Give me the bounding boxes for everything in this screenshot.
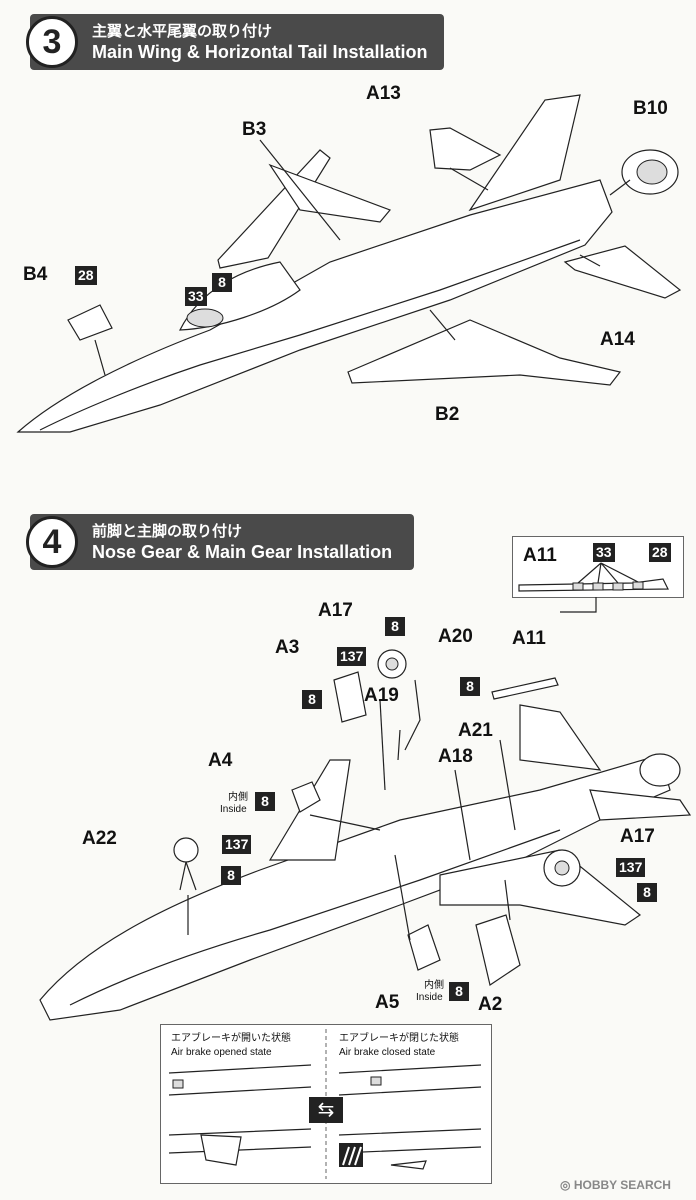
airbrake-closed-en: Air brake closed state xyxy=(339,1047,436,1058)
a11-color-33: 33 xyxy=(593,543,615,562)
part-label-a5: A5 xyxy=(375,992,400,1013)
part-label-b3: B3 xyxy=(242,119,267,140)
part-label-a3: A3 xyxy=(275,637,300,658)
brand-icon: ◎ xyxy=(560,1178,571,1192)
a11-detail-panel: A11 33 28 xyxy=(512,536,684,598)
part-label-b10: B10 xyxy=(633,98,668,119)
inside-en-a4: Inside xyxy=(220,804,247,815)
step3-title-en: Main Wing & Horizontal Tail Installation xyxy=(92,42,428,62)
color-8-a3: 8 xyxy=(302,690,322,709)
airbrake-opened-en: Air brake opened state xyxy=(171,1047,272,1058)
color-code-28: 28 xyxy=(75,266,97,285)
part-label-b4: B4 xyxy=(23,264,48,285)
part-label-a11: A11 xyxy=(512,628,546,649)
step3-banner: 3 主翼と水平尾翼の取り付け Main Wing & Horizontal Ta… xyxy=(26,14,444,70)
color-8-a17-top: 8 xyxy=(385,617,405,636)
a11-color-28: 28 xyxy=(649,543,671,562)
toggle-arrow-icon: ⇆ xyxy=(309,1097,343,1123)
airbrake-detail-panel: エアブレーキが開いた状態 Air brake opened state エアブレ… xyxy=(160,1024,492,1184)
inside-jp-a4: 内側 xyxy=(228,792,248,803)
part-label-a22: A22 xyxy=(82,828,117,849)
part-label-a13: A13 xyxy=(366,83,401,104)
part-label-b2: B2 xyxy=(435,404,460,425)
step4-banner: 4 前脚と主脚の取り付け Nose Gear & Main Gear Insta… xyxy=(26,514,414,570)
airbrake-closed-jp: エアブレーキが閉じた状態 xyxy=(339,1033,459,1044)
color-code-8: 8 xyxy=(212,273,232,292)
part-label-a19: A19 xyxy=(364,685,399,706)
step4-title-jp: 前脚と主脚の取り付け xyxy=(92,523,243,540)
inside-jp-a2: 内側 xyxy=(424,980,444,991)
part-label-a18: A18 xyxy=(438,746,473,767)
part-label-a20: A20 xyxy=(438,626,473,647)
color-137-a22: 137 xyxy=(222,835,252,854)
color-8-a4: 8 xyxy=(255,792,275,811)
color-137-a17-right: 137 xyxy=(616,858,646,877)
brand-text: HOBBY SEARCH xyxy=(573,1178,671,1192)
part-label-a2: A2 xyxy=(478,994,503,1015)
step4-title-en: Nose Gear & Main Gear Installation xyxy=(92,542,393,562)
step3-title-jp: 主翼と水平尾翼の取り付け xyxy=(92,23,273,40)
part-label-a14: A14 xyxy=(600,329,635,350)
part-label-a17-top: A17 xyxy=(318,600,353,621)
airbrake-opened-jp: エアブレーキが開いた状態 xyxy=(171,1033,291,1044)
step3-number: 3 xyxy=(26,16,78,68)
color-8-a22: 8 xyxy=(221,866,241,885)
a11-rail-drawing xyxy=(518,562,669,592)
a11-detail-label: A11 xyxy=(523,545,557,566)
color-8-a2: 8 xyxy=(449,982,469,1001)
color-8-a17-right: 8 xyxy=(637,883,657,902)
part-label-a4: A4 xyxy=(208,750,233,771)
part-label-a21: A21 xyxy=(458,720,493,741)
color-8-a19: 8 xyxy=(460,677,480,696)
inside-en-a2: Inside xyxy=(416,992,443,1003)
step4-number: 4 xyxy=(26,516,78,568)
airbrake-drawings xyxy=(168,1029,482,1179)
part-label-a17-right: A17 xyxy=(620,826,655,847)
color-137-a17-top: 137 xyxy=(337,647,367,666)
hobby-search-logo: ◎ HOBBY SEARCH xyxy=(560,1178,671,1192)
color-code-33: 33 xyxy=(185,287,207,306)
